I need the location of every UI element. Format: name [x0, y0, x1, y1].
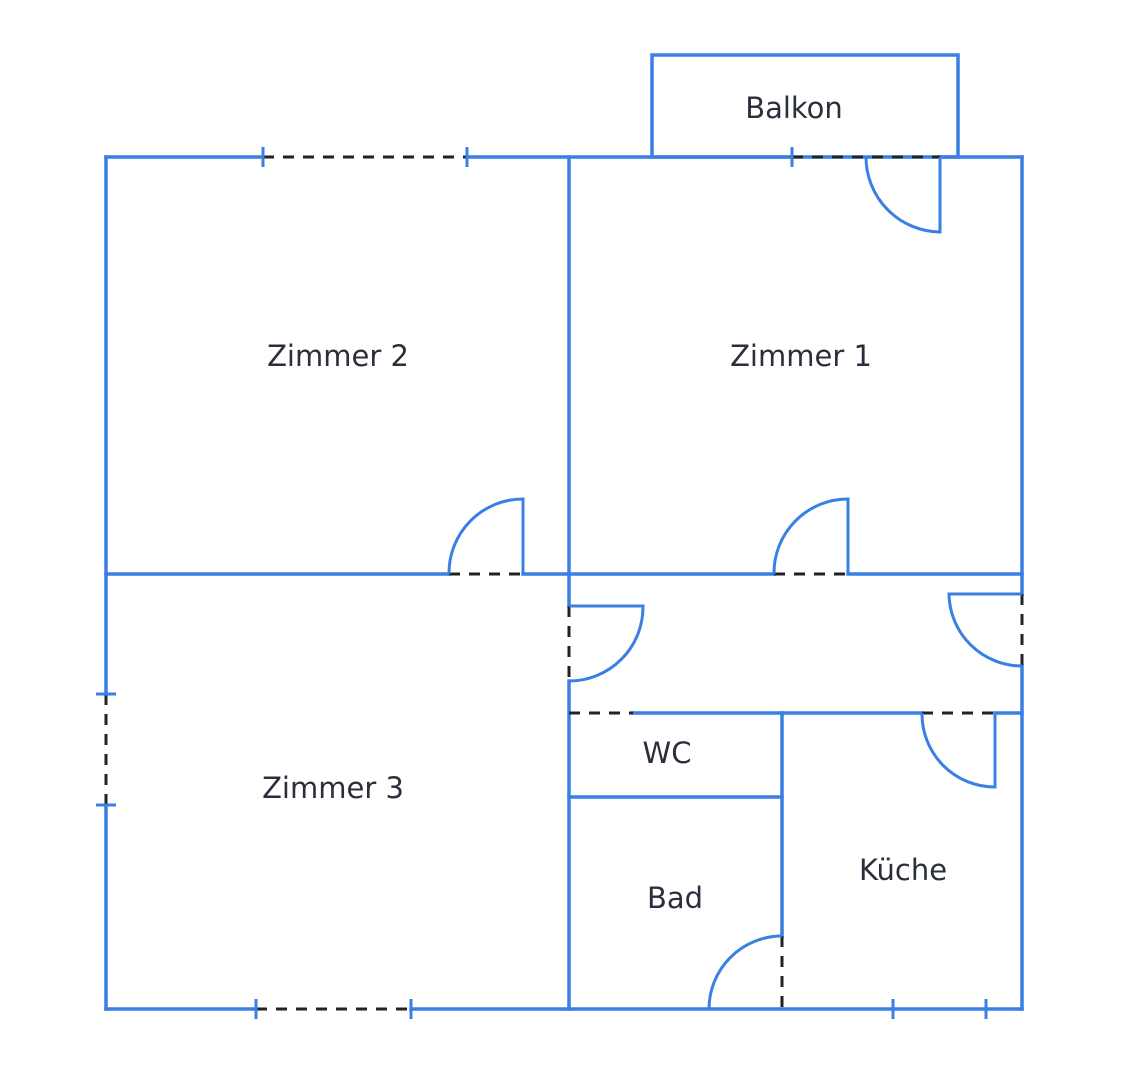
door-swing — [920, 712, 997, 789]
window-ticks — [96, 147, 988, 1019]
label-zimmer-1: Zimmer 1 — [730, 339, 872, 373]
doors — [447, 156, 1023, 1010]
door-swing — [707, 934, 783, 1010]
room-labels: Balkon Zimmer 2 Zimmer 1 Zimmer 3 WC Bad… — [262, 91, 947, 915]
tick-marks — [96, 147, 988, 1019]
walls — [104, 53, 1024, 1011]
door-swing — [864, 156, 942, 234]
balcony-outline — [650, 53, 960, 159]
label-wc: WC — [643, 736, 692, 770]
label-balkon: Balkon — [745, 91, 843, 125]
label-kueche: Küche — [859, 853, 947, 887]
openings — [104, 155, 1024, 1011]
label-zimmer-3: Zimmer 3 — [262, 771, 404, 805]
label-bad: Bad — [647, 881, 703, 915]
door-swing — [447, 497, 525, 575]
door-swing — [947, 592, 1023, 668]
label-zimmer-2: Zimmer 2 — [267, 339, 409, 373]
door-swing — [568, 604, 645, 683]
door-swing — [772, 497, 850, 575]
